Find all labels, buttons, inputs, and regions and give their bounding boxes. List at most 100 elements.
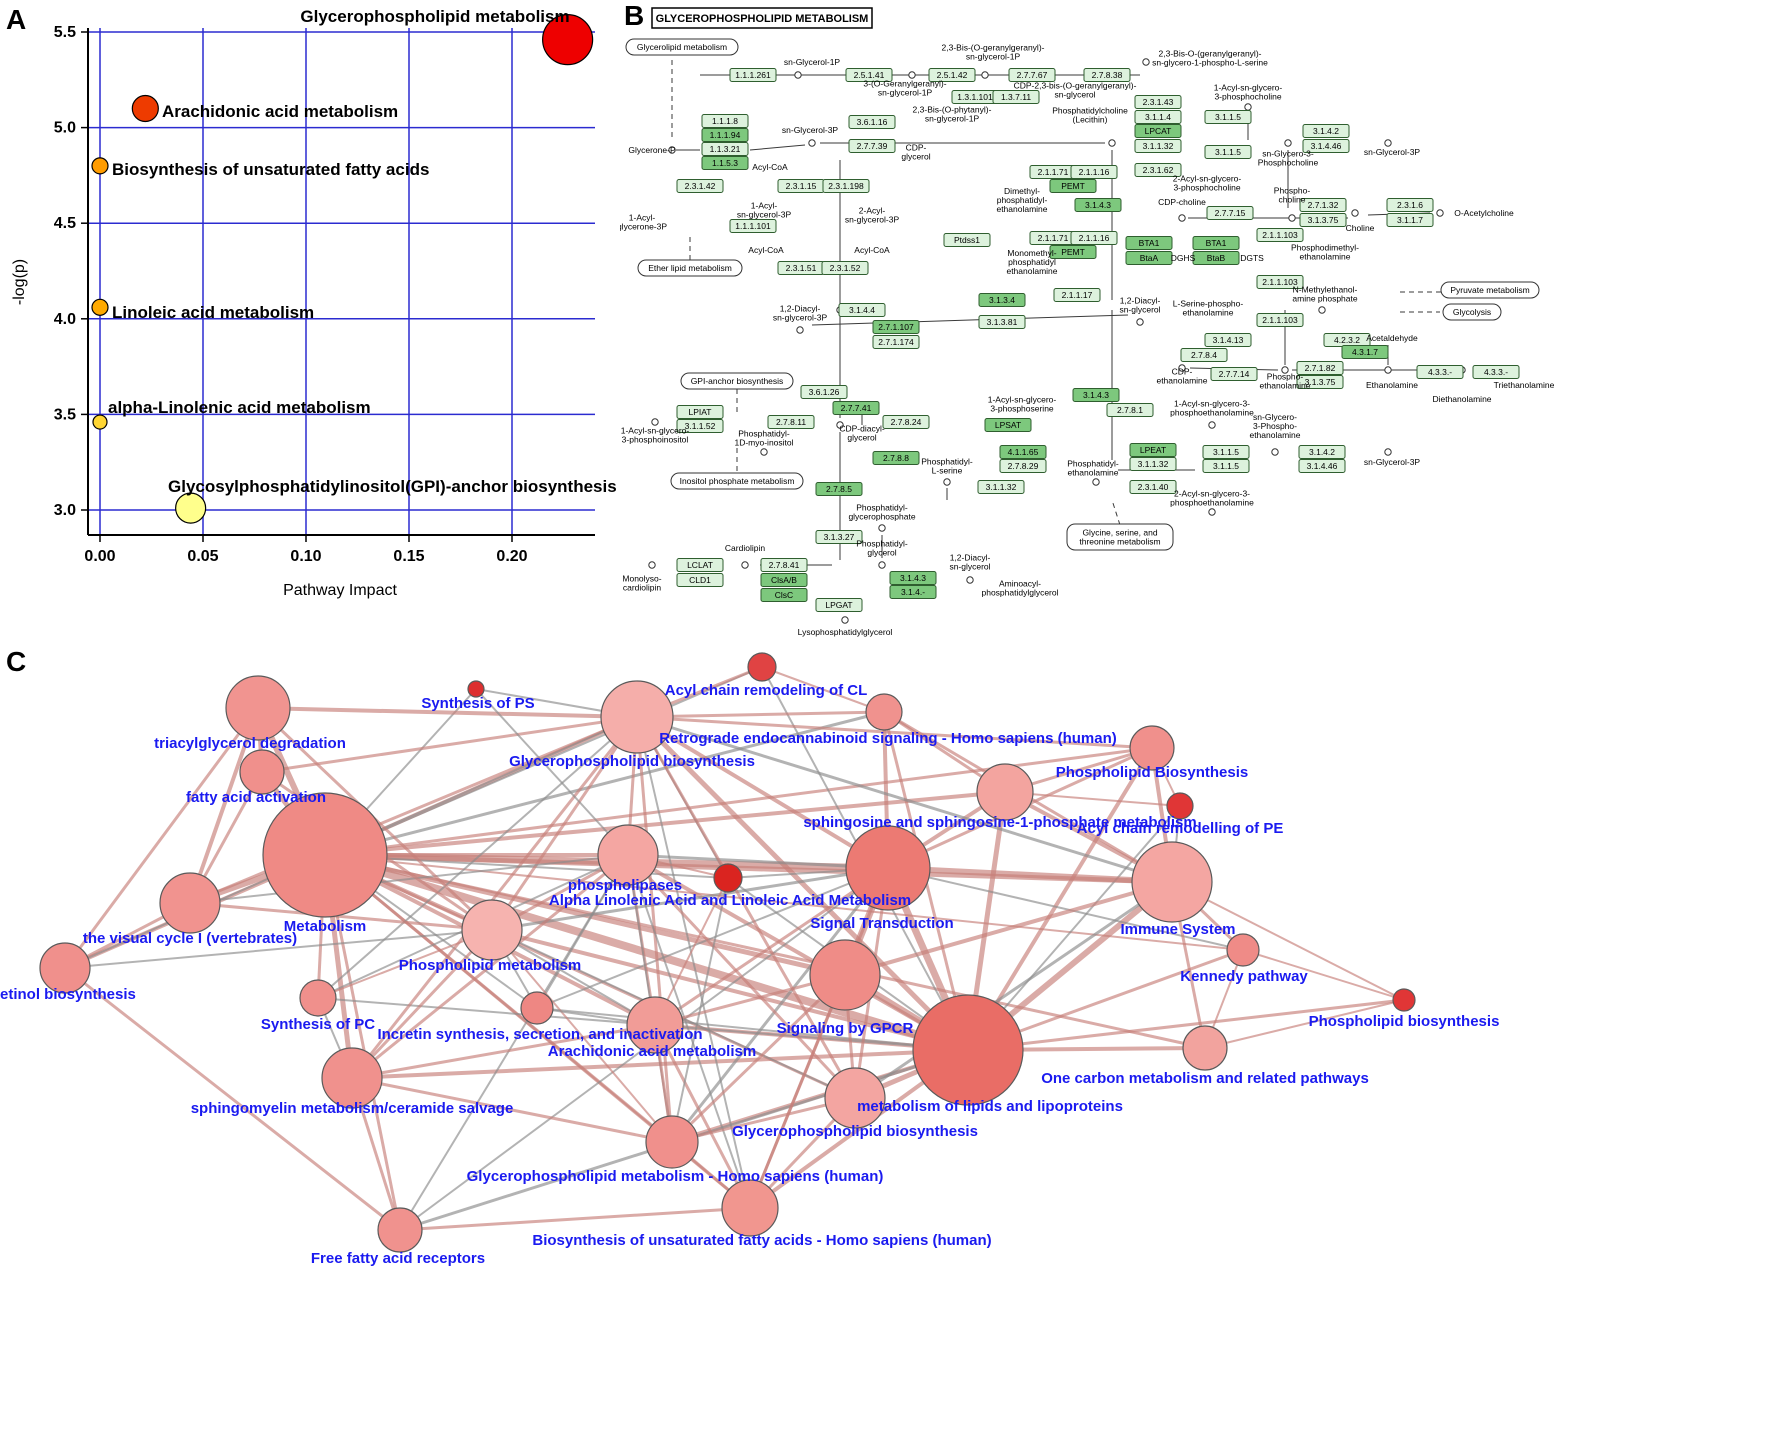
compound-node (1436, 209, 1444, 217)
network-node (597, 824, 659, 886)
enzyme-box-label: LPEAT (1140, 445, 1166, 455)
compound-node (794, 71, 802, 79)
network-edge (671, 877, 729, 1143)
enzyme-box-label: 3.1.3.81 (987, 317, 1018, 327)
network-edge (967, 998, 1405, 1052)
enzyme-box (1083, 68, 1131, 82)
network-edge (887, 865, 1173, 885)
pathway-title-box (651, 7, 873, 29)
metabolite-label: DGHS (1171, 253, 1196, 263)
metabolite-label: DGTS (1240, 253, 1264, 263)
metabolite-label: 1-Acyl-sn-glycero-3-phosphocholine (1214, 83, 1283, 102)
pathway-bubble (91, 157, 109, 175)
pathway-connector (1111, 499, 1121, 526)
network-edge (261, 715, 638, 774)
network-edge (189, 901, 493, 932)
enzyme-box-label: 3.1.4.13 (1213, 335, 1244, 345)
y-tick-label: 3.0 (54, 502, 76, 519)
compound-node (981, 71, 989, 79)
enzyme-box (1386, 198, 1434, 212)
enzyme-box-label: LPSAT (995, 420, 1021, 430)
metabolite-label: 2-Acyl-sn-glycero-3-phosphocholine (1173, 174, 1242, 193)
pathway-ref-box (670, 472, 804, 490)
compound-node (808, 139, 816, 147)
enzyme-box (1192, 236, 1240, 250)
pathway-bubble (131, 94, 159, 123)
metabolite-label: Dimethyl-phosphatidyl-ethanolamine (996, 186, 1047, 214)
compound-node (908, 71, 916, 79)
compound-node (1384, 366, 1392, 374)
enzyme-box (889, 585, 937, 599)
network-node (865, 693, 903, 731)
network-node-label: Phospholipid Biosynthesis (1056, 764, 1249, 781)
network-edge (257, 706, 638, 719)
network-node-label: the visual cycle I (vertebrates) (83, 930, 297, 947)
enzyme-box-label: 1.1.5.3 (712, 158, 738, 168)
enzyme-box (977, 480, 1025, 494)
enzyme-box-label: 1.1.1.94 (710, 130, 741, 140)
enzyme-box (1296, 375, 1344, 389)
enzyme-box (1256, 313, 1304, 327)
enzyme-box (1299, 198, 1347, 212)
enzyme-box (992, 90, 1040, 104)
network-edge (63, 707, 260, 969)
enzyme-box (729, 68, 777, 82)
y-tick-label: 3.5 (54, 406, 76, 423)
enzyme-box-label: 1.1.1.261 (735, 70, 771, 80)
enzyme-box-label: ClsC (775, 590, 793, 600)
enzyme-box (1049, 245, 1097, 259)
metabolite-label: Phosphatidyl-glycerol (856, 539, 908, 558)
pathway-bubble-label: alpha-Linolenic acid metabolism (108, 398, 371, 417)
compound-node (1108, 139, 1116, 147)
metabolite-label: Monolyso-cardiolipin (622, 574, 661, 593)
network-edge (670, 867, 890, 1143)
y-tick-label: 5.5 (54, 24, 76, 41)
metabolite-label: 2,3-Bis-(O-geranylgeranyl)-sn-glycerol-1… (942, 43, 1045, 62)
enzyme-box (821, 261, 869, 275)
metabolite-label: 1,2-Diacyl-sn-glycerol (949, 553, 990, 572)
enzyme-box (676, 419, 724, 433)
network-edge (671, 1096, 856, 1144)
network-node-label: Retrograde endocannabinoid signaling - H… (659, 730, 1117, 747)
enzyme-box (1049, 179, 1097, 193)
network-node (1131, 841, 1213, 923)
enzyme-box (845, 68, 893, 82)
network-node (467, 680, 485, 698)
enzyme-box-label: 3.6.1.16 (857, 117, 888, 127)
network-edge (324, 790, 1006, 857)
network-node-label: Acyl chain remodelling of PE (1077, 820, 1284, 837)
network-edge (317, 929, 493, 999)
network-edge (627, 853, 889, 870)
network-edge (635, 716, 857, 1099)
enzyme-box-label: 2.7.8.24 (891, 417, 922, 427)
metabolite-label: 1,2-Diacyl-sn-glycerol-3P (773, 304, 828, 323)
pathway-ref-label: Pyruvate metabolism (1450, 285, 1529, 295)
pathway-bubble (92, 414, 108, 430)
network-node-label: metabolism of lipids and lipoproteins (857, 1098, 1123, 1115)
enzyme-box-label: 2.1.1.16 (1079, 233, 1110, 243)
metabolite-label: N-Methylethanol-amine phosphate (1292, 285, 1357, 304)
metabolite-label: Phosphatidyl-glycerophosphate (848, 503, 915, 522)
network-edge (317, 716, 638, 999)
panel-c-label: C (6, 646, 27, 677)
x-axis-title: Pathway Impact (283, 582, 397, 599)
enzyme-box-label: 1.3.1.101 (957, 92, 993, 102)
enzyme-box (767, 415, 815, 429)
metabolite-label: Cardiolipin (725, 543, 765, 553)
network-node-label: Alpha Linolenic Acid and Linoleic Acid M… (549, 892, 911, 909)
enzyme-box-label: 2.1.1.103 (1262, 277, 1298, 287)
enzyme-box (815, 530, 863, 544)
enzyme-box (1070, 231, 1118, 245)
enzyme-box-label: 2.7.8.11 (776, 417, 806, 427)
metabolite-label: sn-Glycero-3-Phosphocholine (1258, 149, 1319, 168)
enzyme-box-label: 3.1.3.75 (1308, 215, 1339, 225)
network-edge (399, 1206, 751, 1232)
metabolite-label: Glycerone-P (628, 145, 676, 155)
metabolite-label: 1-Acyl-sn-glycero-3-phosphoethanolamine (1170, 399, 1254, 418)
enzyme-box (1296, 361, 1344, 375)
metabolite-label: 1-Acyl-sn-glycero-3-phosphoserine (988, 395, 1057, 414)
network-edge (626, 853, 857, 1100)
y-tick-label: 4.5 (54, 215, 76, 232)
enzyme-box-label: 3.1.1.7 (1397, 215, 1423, 225)
